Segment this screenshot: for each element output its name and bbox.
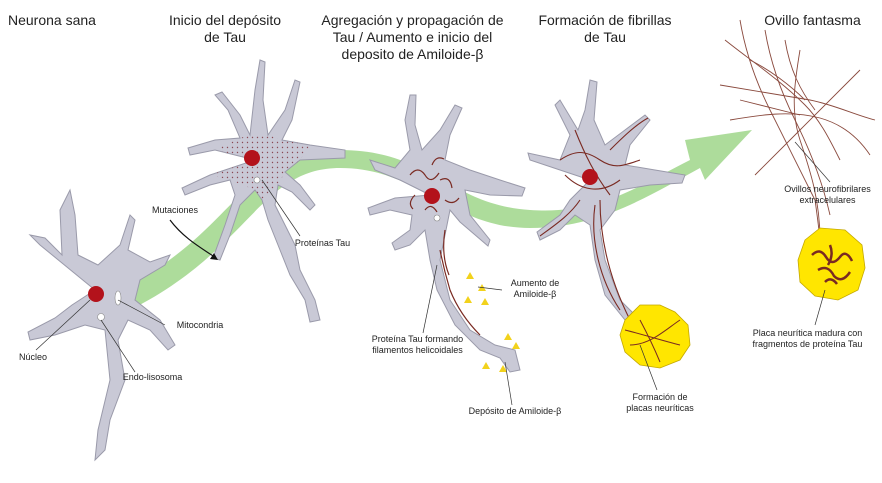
- nucleus-2: [244, 150, 260, 166]
- nucleus-4: [582, 169, 598, 185]
- label-placa-madura: Placa neurítica madura con fragmentos de…: [735, 328, 880, 350]
- nucleus-1: [88, 286, 104, 302]
- stage-title-4: Formación de fibrillas de Tau: [530, 12, 680, 46]
- label-aumento-amiloide: Aumento de Amiloide-β: [495, 278, 575, 300]
- neuron-tau-start: [182, 60, 345, 322]
- label-proteina-tau-filamentos: Proteína Tau formando filamentos helicoi…: [355, 334, 480, 356]
- plaque-forming: [620, 305, 690, 368]
- endolysosome-1: [98, 314, 105, 321]
- label-formacion-placas: Formación de placas neuríticas: [605, 392, 715, 414]
- neuron-aggregation: [368, 95, 525, 372]
- nucleus-3: [424, 188, 440, 204]
- plaque-mature: [798, 228, 865, 300]
- label-ovillos-extracelulares: Ovillos neurofibrilares extracelulares: [775, 184, 880, 206]
- label-mutaciones: Mutaciones: [140, 205, 210, 216]
- label-nucleo: Núcleo: [8, 352, 58, 363]
- endolysosome-2: [254, 177, 260, 183]
- stage-title-3: Agregación y propagación de Tau / Aument…: [305, 12, 520, 63]
- label-mitocondria: Mitocondria: [160, 320, 240, 331]
- neuron-fibrils: [528, 80, 685, 340]
- endolysosome-3: [434, 215, 440, 221]
- neuron-healthy: [28, 190, 175, 460]
- label-endolisosoma: Endo-lisosoma: [105, 372, 200, 383]
- stage-title-5: Ovillo fantasma: [755, 12, 870, 29]
- label-proteinas-tau: Proteínas Tau: [280, 238, 365, 249]
- mitochondria-1: [115, 291, 121, 305]
- stage-title-1: Neurona sana: [8, 12, 118, 29]
- stage-title-2: Inicio del depósito de Tau: [150, 12, 300, 46]
- label-deposito-amiloide: Depósito de Amiloide-β: [455, 406, 575, 417]
